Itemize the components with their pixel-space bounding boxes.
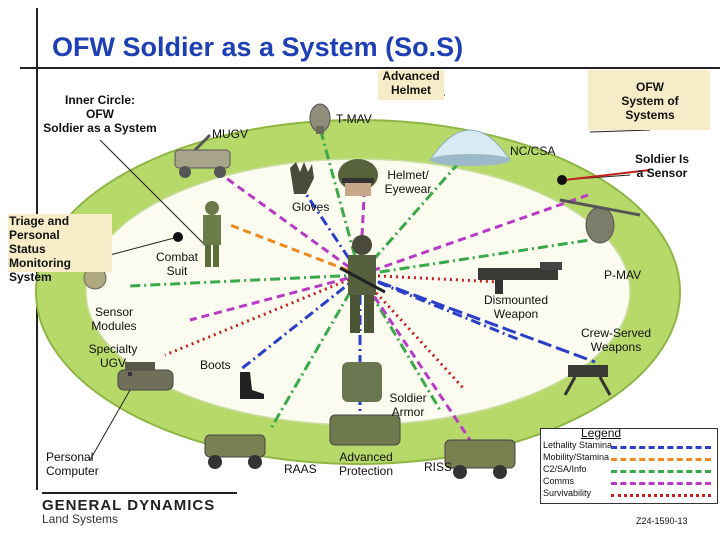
advanced-protection-label: Advanced Protection — [338, 450, 394, 478]
callout-soldier-sensor-red — [564, 169, 651, 181]
company-logo: GENERAL DYNAMICS — [42, 497, 216, 514]
central-soldier-image — [339, 235, 386, 333]
callout-triage — [109, 236, 179, 256]
spoke-triage — [129, 273, 361, 288]
spoke-raas — [268, 274, 362, 431]
soldier-armor-image — [342, 362, 382, 402]
crew-served-label: Crew-Served Weapons — [580, 326, 652, 354]
legend-title: Legend — [581, 426, 622, 440]
legend-item-survivability: Survivability — [543, 488, 592, 498]
raas-label: RAAS — [284, 462, 317, 476]
spoke-crew-served-2 — [359, 273, 521, 342]
spoke-sensor-modules — [189, 273, 361, 322]
advanced-protection-image — [329, 414, 401, 446]
raas-image — [204, 434, 266, 469]
ofw-system-of-systems-label: OFW System of Systems — [621, 80, 679, 122]
spoke-tmav — [318, 127, 362, 276]
dismounted-weapon-image — [478, 262, 562, 294]
pmav-image — [559, 198, 641, 244]
legend-item-comms: Comms — [543, 476, 574, 486]
mugv-label: MUGV — [212, 127, 248, 141]
spoke-boots — [239, 273, 361, 372]
spoke-gloves — [298, 184, 362, 276]
nccsa-image — [429, 129, 511, 166]
callout-system-of-systems — [589, 129, 651, 133]
soldier-sensor-label: Soldier Is a Sensor — [634, 152, 690, 180]
triage-box — [8, 214, 112, 272]
document-code: Z24-1590-13 — [636, 516, 688, 526]
riss-label: RISS — [424, 460, 453, 474]
boots-image — [240, 372, 264, 399]
callout-dot-triage — [173, 232, 183, 242]
nccsa-label: NC/CSA — [510, 144, 556, 158]
frame-horizontal-rule — [20, 67, 720, 69]
combat-suit-image — [203, 201, 221, 267]
personal-computer-label: Personal Computer — [46, 450, 99, 478]
boots-label: Boots — [200, 358, 231, 372]
helmet-eyewear-label: Helmet/ Eyewear — [384, 168, 432, 196]
callout-dot-sensor — [557, 175, 567, 185]
pmav-label: P-MAV — [604, 268, 642, 282]
spoke-riss — [358, 274, 472, 441]
spoke-nccsa — [358, 149, 472, 276]
system-of-systems-box — [588, 70, 710, 130]
personal-computer-image — [128, 372, 132, 376]
dismounted-weapon-label: Dismounted Weapon — [483, 293, 549, 321]
soldier-armor-label: Soldier Armor — [389, 391, 427, 419]
page-title: OFW Soldier as a System (So.S) — [52, 32, 464, 62]
legend-item-c2: C2/SA/Info — [543, 464, 587, 474]
mugv-image — [174, 133, 231, 178]
legend: Legend Lethality Stamina Mobility/Stamin… — [540, 426, 718, 504]
combat-suit-label: Combat Suit — [155, 250, 199, 278]
callout-personal-computer — [89, 389, 131, 461]
gloves-image — [290, 162, 314, 194]
legend-swatch-comms — [611, 482, 711, 485]
legend-swatch-c2 — [611, 470, 711, 473]
legend-swatch-survivability — [611, 494, 711, 497]
company-division: Land Systems — [42, 512, 119, 526]
legend-item-lethality: Lethality Stamina — [543, 440, 613, 450]
callout-inner-circle — [99, 139, 211, 251]
spoke-mugv — [214, 168, 361, 277]
helmet-image — [338, 159, 378, 196]
advanced-helmet-label: Advanced Helmet — [382, 69, 440, 97]
advanced-helmet-box — [378, 70, 444, 100]
tmav-label: T-MAV — [336, 112, 372, 126]
riss-image — [444, 439, 516, 479]
spoke-combat-suit — [229, 223, 361, 277]
gloves-label: Gloves — [292, 200, 330, 214]
legend-item-mobility: Mobility/Stamina — [543, 452, 610, 462]
company-rule — [42, 492, 237, 494]
spoke-armor-2 — [358, 273, 467, 392]
sensor-modules-label: Sensor Modules — [91, 305, 137, 333]
triage-label: Triage and Personal Status Monitoring Sy… — [9, 214, 71, 284]
specialty-ugv-label: Specialty UGV — [88, 342, 138, 370]
legend-swatch-mobility — [611, 458, 711, 461]
connection-spokes — [129, 127, 596, 441]
crew-served-image — [563, 365, 612, 396]
legend-swatch-lethality — [611, 446, 711, 449]
spoke-pmav — [359, 193, 589, 277]
spoke-specialty-ugv — [164, 273, 361, 357]
tmav-image — [309, 103, 331, 134]
inner-circle-label: Inner Circle: OFW Soldier as a System — [43, 93, 157, 135]
